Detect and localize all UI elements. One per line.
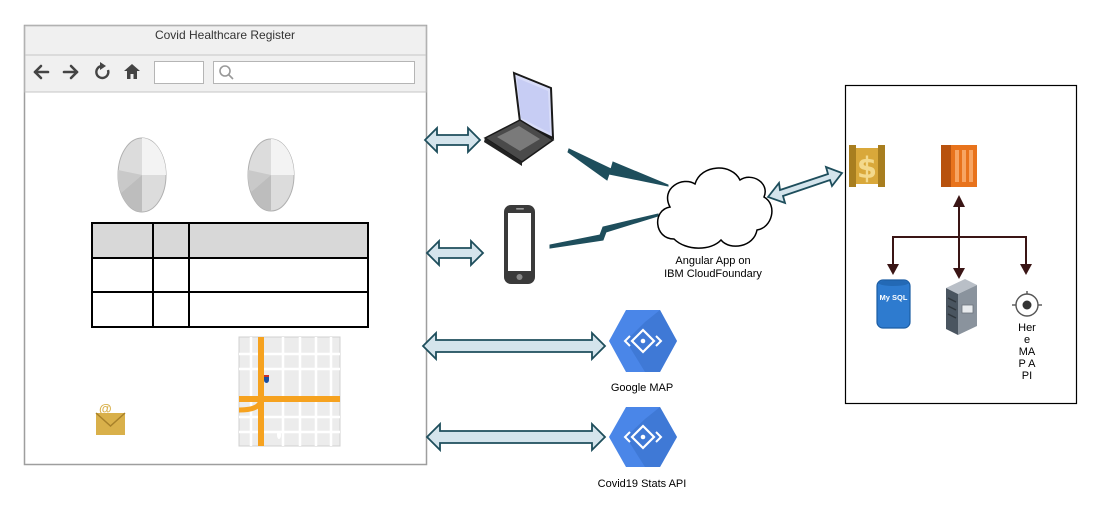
double-arrow — [425, 421, 607, 453]
browser-title: Covid Healthcare Register — [154, 28, 296, 42]
data-table — [91, 222, 369, 328]
cloud-icon — [656, 167, 773, 249]
map-icon — [238, 336, 341, 447]
cloud-label-line2: IBM CloudFoundary — [664, 268, 762, 280]
cloud-label-line1: Angular App on — [675, 255, 750, 267]
arrowhead-up — [953, 195, 965, 207]
gcp-hexagon-icon — [609, 310, 677, 372]
address-bar[interactable] — [154, 61, 204, 84]
mysql-icon-text: My SQL — [880, 293, 908, 302]
location-target-icon — [1012, 291, 1042, 317]
mysql-database-icon: My SQL — [876, 279, 911, 329]
back-arrow-icon[interactable] — [33, 64, 50, 80]
api-gateway-icon: $ — [849, 145, 885, 187]
lightning-link — [549, 148, 669, 249]
reload-icon[interactable] — [95, 62, 110, 80]
search-box[interactable] — [213, 61, 415, 84]
arrowhead-down — [1020, 264, 1032, 275]
compute-instance-icon — [941, 145, 977, 187]
double-arrow — [425, 238, 485, 268]
tree-connector — [892, 207, 1027, 272]
arrowhead-down — [887, 264, 899, 275]
double-arrow — [766, 165, 844, 205]
double-arrow — [423, 125, 482, 155]
pie-chart-icon — [247, 138, 295, 212]
backend-container — [844, 84, 1078, 405]
email-icon: @ — [95, 401, 126, 435]
gcp-hexagon-icon — [609, 407, 677, 467]
smartphone-icon — [504, 205, 535, 284]
here-map-api-label: Here MAP API — [1018, 322, 1036, 382]
arrowhead-down — [953, 268, 965, 279]
double-arrow — [421, 330, 607, 362]
svg-text:$: $ — [857, 151, 877, 185]
laptop-icon — [483, 71, 555, 166]
forward-arrow-icon[interactable] — [62, 64, 79, 80]
browser-window: @ — [23, 24, 428, 466]
covid-stats-api-label: Covid19 Stats API — [598, 478, 687, 490]
svg-text:@: @ — [99, 401, 112, 416]
server-icon — [946, 279, 977, 335]
home-icon[interactable] — [124, 64, 140, 79]
pie-chart-icon — [117, 137, 167, 213]
google-map-label: Google MAP — [611, 382, 673, 394]
search-icon — [219, 65, 234, 80]
